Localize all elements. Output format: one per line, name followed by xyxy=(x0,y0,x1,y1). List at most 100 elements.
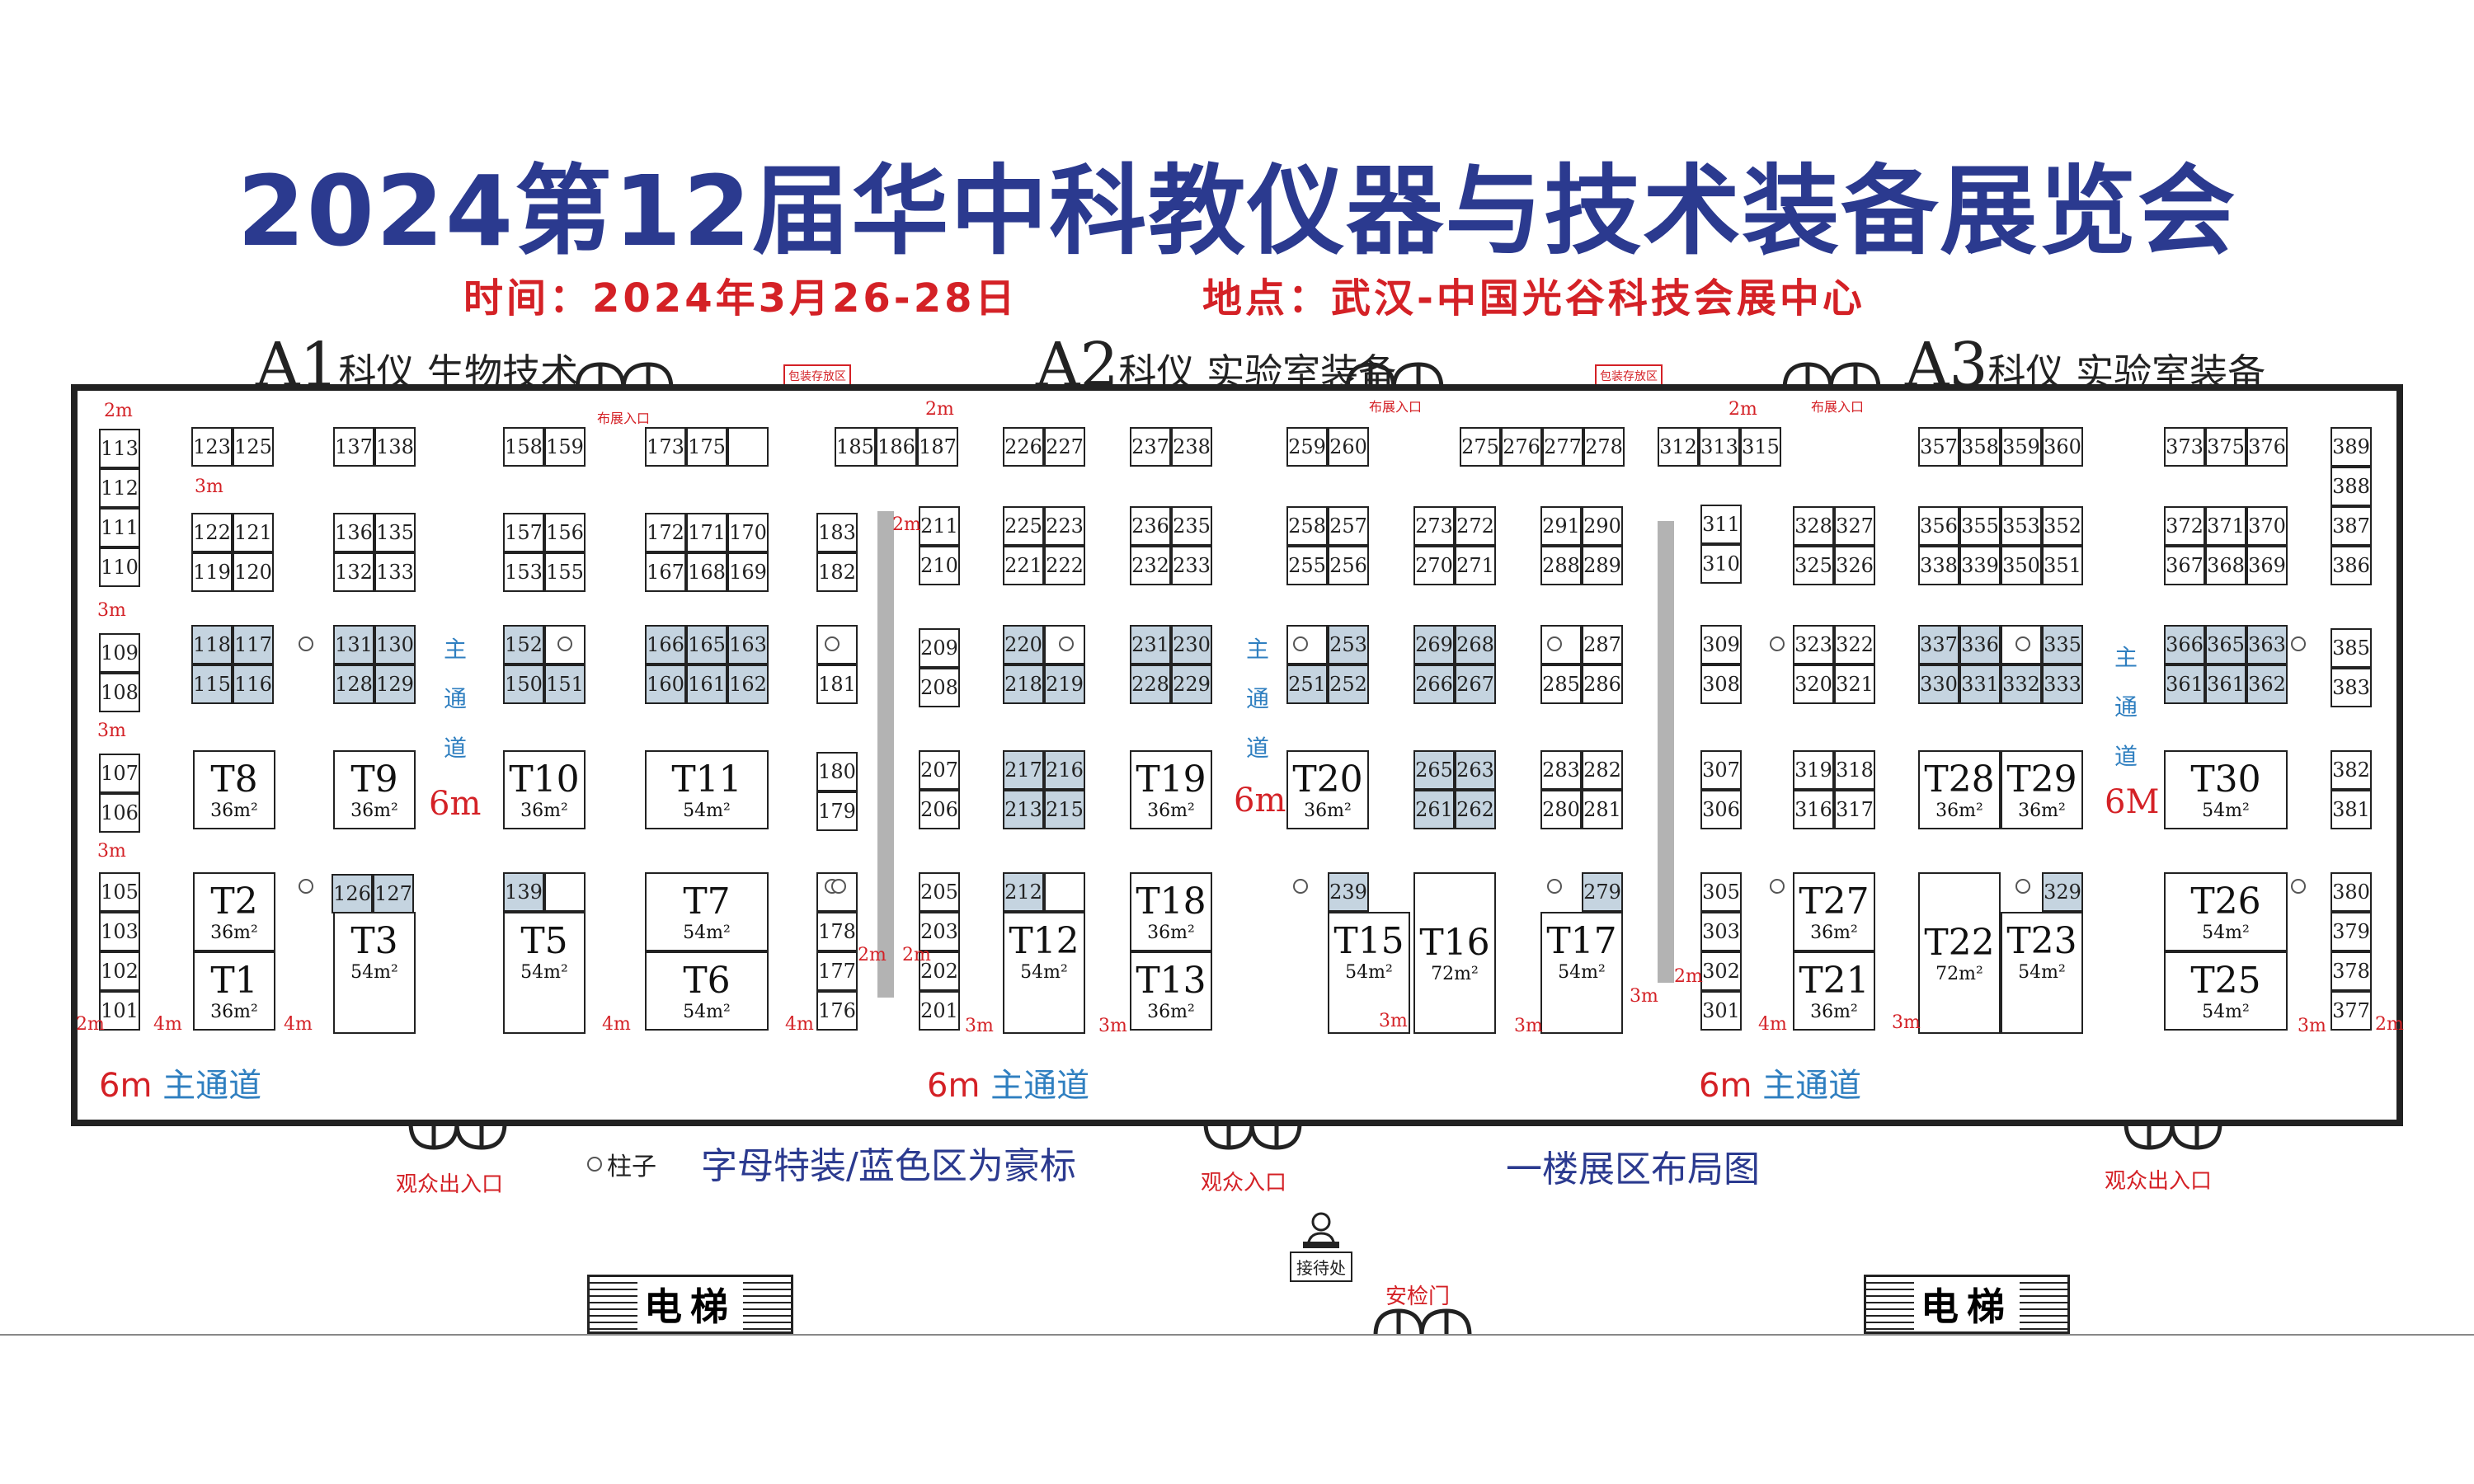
booth-269[interactable]: 269 xyxy=(1413,625,1455,665)
booth-317[interactable]: 317 xyxy=(1834,790,1875,829)
booth-382[interactable]: 382 xyxy=(2331,750,2372,790)
booth-116[interactable]: 116 xyxy=(233,665,274,704)
booth-276[interactable]: 276 xyxy=(1501,427,1542,467)
booth-280[interactable]: 280 xyxy=(1540,790,1582,829)
booth-273[interactable]: 273 xyxy=(1413,506,1455,546)
booth-223[interactable]: 223 xyxy=(1044,506,1085,546)
booth-308[interactable]: 308 xyxy=(1700,665,1742,704)
booth-327[interactable]: 327 xyxy=(1834,506,1875,546)
booth-252[interactable]: 252 xyxy=(1328,665,1369,704)
booth-328[interactable]: 328 xyxy=(1793,506,1834,546)
booth-159[interactable]: 159 xyxy=(544,427,586,467)
booth-227[interactable]: 227 xyxy=(1044,427,1085,467)
booth-313[interactable]: 313 xyxy=(1699,427,1740,467)
booth-109[interactable]: 109 xyxy=(99,633,140,673)
booth-empty[interactable] xyxy=(544,625,586,665)
booth-360[interactable]: 360 xyxy=(2042,427,2083,467)
booth-203[interactable]: 203 xyxy=(919,912,960,951)
booth-158[interactable]: 158 xyxy=(503,427,544,467)
booth-157[interactable]: 157 xyxy=(503,513,544,552)
booth-131[interactable]: 131 xyxy=(333,625,374,665)
booth-239[interactable]: 239 xyxy=(1328,872,1369,912)
booth-228[interactable]: 228 xyxy=(1130,665,1171,704)
booth-132[interactable]: 132 xyxy=(333,552,374,592)
booth-empty[interactable] xyxy=(2001,625,2042,665)
booth-278[interactable]: 278 xyxy=(1583,427,1625,467)
booth-368[interactable]: 368 xyxy=(2205,546,2246,585)
booth-339[interactable]: 339 xyxy=(1959,546,2001,585)
booth-118[interactable]: 118 xyxy=(191,625,233,665)
booth-379[interactable]: 379 xyxy=(2331,912,2372,951)
booth-373[interactable]: 373 xyxy=(2164,427,2205,467)
booth-empty[interactable] xyxy=(1044,872,1085,912)
booth-301[interactable]: 301 xyxy=(1700,991,1742,1031)
booth-315[interactable]: 315 xyxy=(1740,427,1781,467)
booth-255[interactable]: 255 xyxy=(1286,546,1328,585)
booth-172[interactable]: 172 xyxy=(645,513,686,552)
booth-129[interactable]: 129 xyxy=(374,665,416,704)
booth-236[interactable]: 236 xyxy=(1130,506,1171,546)
booth-311[interactable]: 311 xyxy=(1700,505,1742,544)
booth-232[interactable]: 232 xyxy=(1130,546,1171,585)
booth-326[interactable]: 326 xyxy=(1834,546,1875,585)
booth-361[interactable]: 361 xyxy=(2205,665,2246,704)
booth-285[interactable]: 285 xyxy=(1540,665,1582,704)
booth-111[interactable]: 111 xyxy=(99,508,140,547)
booth-279[interactable]: 279 xyxy=(1582,872,1623,912)
booth-253[interactable]: 253 xyxy=(1328,625,1369,665)
booth-318[interactable]: 318 xyxy=(1834,750,1875,790)
booth-135[interactable]: 135 xyxy=(374,513,416,552)
booth-102[interactable]: 102 xyxy=(99,951,140,991)
booth-263[interactable]: 263 xyxy=(1455,750,1496,790)
booth-225[interactable]: 225 xyxy=(1003,506,1044,546)
booth-320[interactable]: 320 xyxy=(1793,665,1834,704)
booth-119[interactable]: 119 xyxy=(191,552,233,592)
booth-183[interactable]: 183 xyxy=(816,513,858,552)
booth-238[interactable]: 238 xyxy=(1171,427,1212,467)
booth-216[interactable]: 216 xyxy=(1044,750,1085,790)
booth-231[interactable]: 231 xyxy=(1130,625,1171,665)
booth-369[interactable]: 369 xyxy=(2246,546,2288,585)
booth-306[interactable]: 306 xyxy=(1700,790,1742,829)
booth-115[interactable]: 115 xyxy=(191,665,233,704)
booth-322[interactable]: 322 xyxy=(1834,625,1875,665)
booth-290[interactable]: 290 xyxy=(1582,506,1623,546)
booth-377[interactable]: 377 xyxy=(2331,991,2372,1031)
booth-211[interactable]: 211 xyxy=(919,506,960,546)
booth-112[interactable]: 112 xyxy=(99,468,140,508)
booth-352[interactable]: 352 xyxy=(2042,506,2083,546)
booth-230[interactable]: 230 xyxy=(1171,625,1212,665)
booth-268[interactable]: 268 xyxy=(1455,625,1496,665)
booth-371[interactable]: 371 xyxy=(2205,506,2246,546)
booth-316[interactable]: 316 xyxy=(1793,790,1834,829)
booth-367[interactable]: 367 xyxy=(2164,546,2205,585)
booth-233[interactable]: 233 xyxy=(1171,546,1212,585)
booth-337[interactable]: 337 xyxy=(1918,625,1959,665)
booth-213[interactable]: 213 xyxy=(1003,790,1044,829)
booth-309[interactable]: 309 xyxy=(1700,625,1742,665)
booth-137[interactable]: 137 xyxy=(333,427,374,467)
booth-138[interactable]: 138 xyxy=(374,427,416,467)
booth-380[interactable]: 380 xyxy=(2331,872,2372,912)
booth-319[interactable]: 319 xyxy=(1793,750,1834,790)
booth-107[interactable]: 107 xyxy=(99,754,140,793)
booth-312[interactable]: 312 xyxy=(1658,427,1699,467)
booth-262[interactable]: 262 xyxy=(1455,790,1496,829)
booth-282[interactable]: 282 xyxy=(1582,750,1623,790)
booth-356[interactable]: 356 xyxy=(1918,506,1959,546)
booth-351[interactable]: 351 xyxy=(2042,546,2083,585)
booth-139[interactable]: 139 xyxy=(503,872,544,912)
booth-210[interactable]: 210 xyxy=(919,546,960,585)
